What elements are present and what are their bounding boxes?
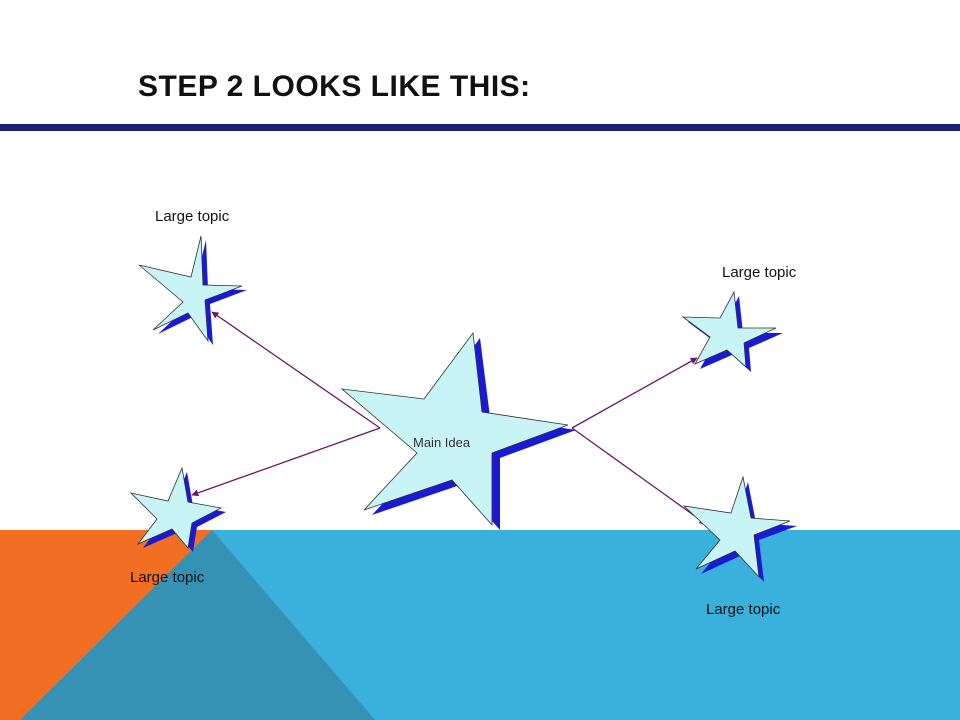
star-top-right [681,290,783,372]
main-idea-label: Main Idea [413,435,471,450]
star-bottom-right [682,475,797,582]
star-main-idea[interactable] [340,331,576,530]
connector-bottom-left [191,427,381,497]
slide-title: STEP 2 LOOKS LIKE THIS: [138,70,531,103]
title-underline [0,124,960,131]
connector-top-right [571,357,698,429]
topic-label-top-right: Large topic [722,264,797,281]
orange-background-block [0,530,212,720]
connector-top-left [211,311,381,429]
overlap-triangle [20,530,375,720]
topic-label-bottom-right: Large topic [706,601,781,618]
connector-bottom-right [571,427,707,525]
star-top-left [138,235,247,345]
star-bottom-left [129,466,226,552]
topic-label-bottom-left: Large topic [130,569,205,586]
topic-label-top-left: Large topic [155,208,230,225]
